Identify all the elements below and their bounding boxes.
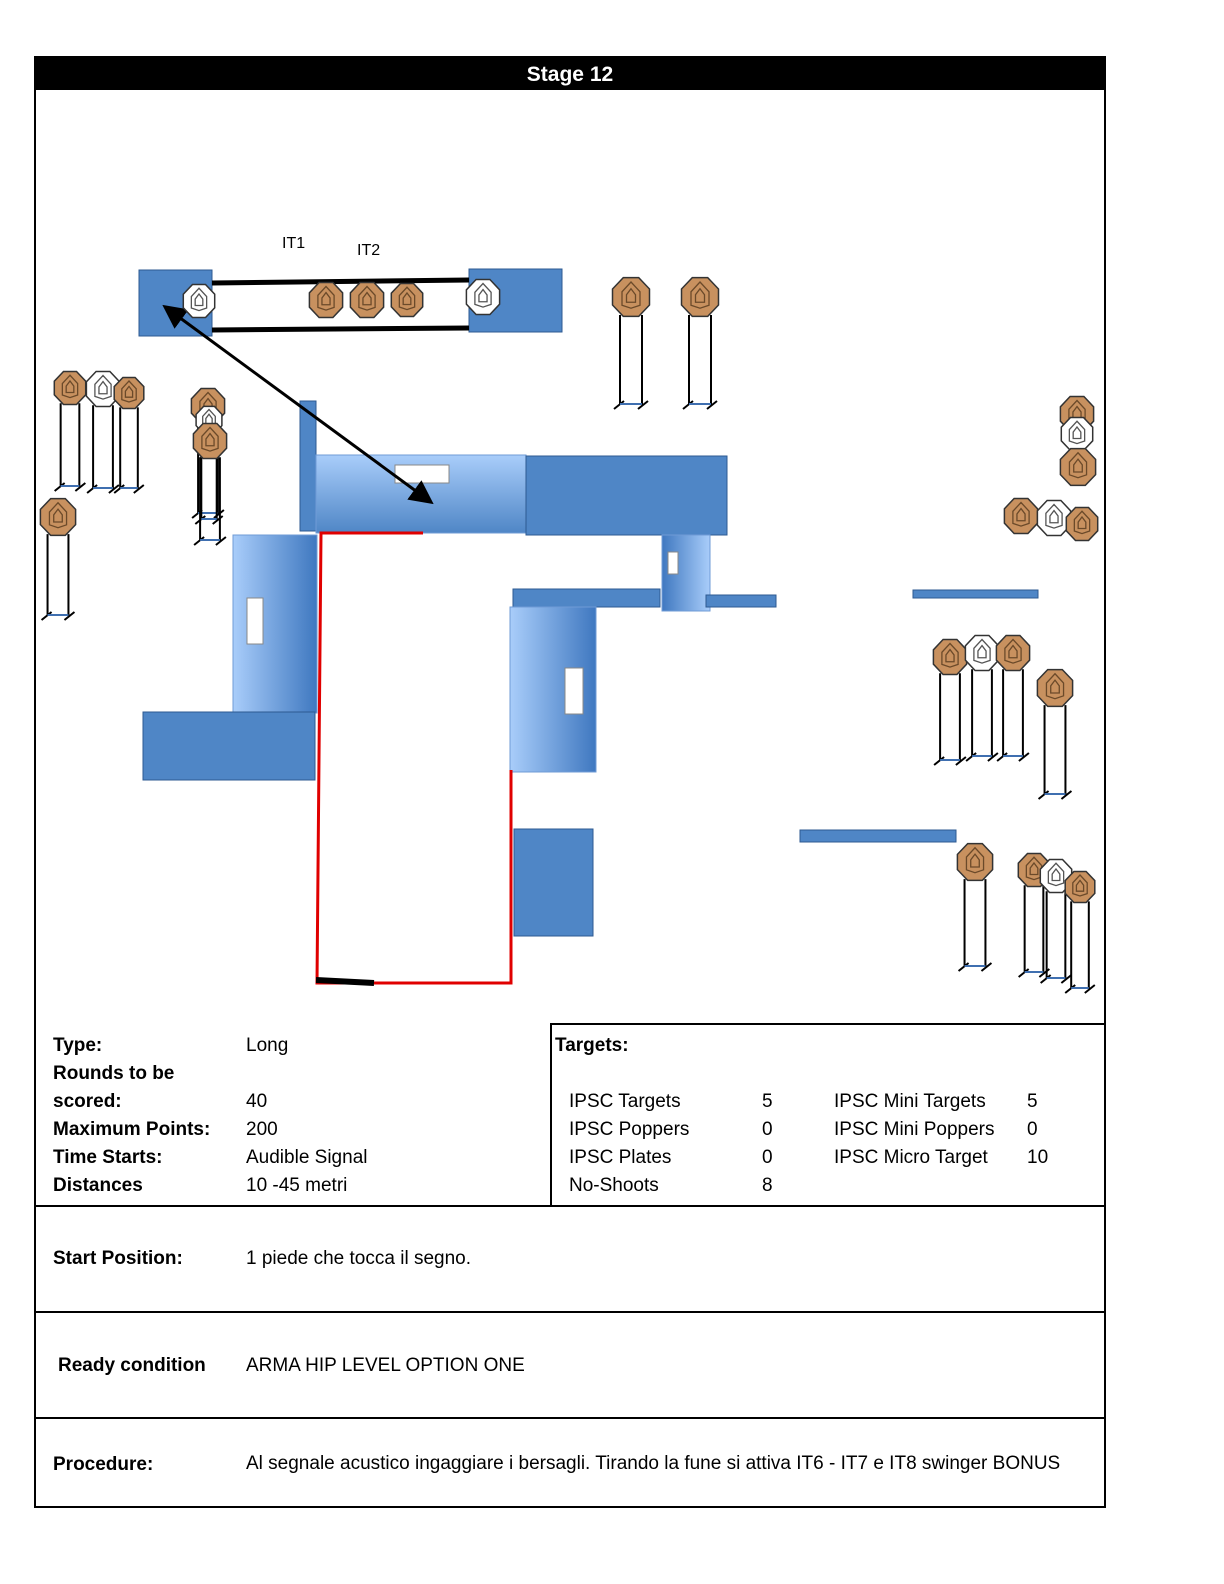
ipsc-target — [308, 281, 344, 319]
start-position-value: 1 piede che tocca il segno. — [246, 1248, 471, 1269]
max-points-label: Maximum Points: — [53, 1119, 211, 1140]
rounds-label: Rounds to be — [53, 1063, 175, 1084]
procedure-label: Procedure: — [53, 1454, 154, 1475]
time-starts-label: Time Starts: — [53, 1147, 163, 1168]
ipsc-target — [932, 638, 968, 766]
ipsc-target — [1059, 447, 1097, 487]
ipsc-target — [39, 497, 77, 621]
rounds-value: 40 — [246, 1091, 268, 1112]
ipsc-target — [995, 634, 1031, 762]
distances-label: Distances — [53, 1175, 143, 1196]
ipsc-target — [113, 376, 145, 494]
central-walls — [142, 400, 1039, 937]
stage-diagram: IT1 IT2 — [39, 235, 1099, 994]
procedure-value: Al segnale acustico ingaggiare i bersagl… — [246, 1453, 1061, 1474]
target-type-name: IPSC Micro Target — [834, 1147, 988, 1168]
start-position-label: Start Position: — [53, 1248, 183, 1269]
no-shoot-target — [85, 370, 121, 494]
distances-value: 10 -45 metri — [246, 1175, 348, 1196]
ipsc-target — [1003, 497, 1039, 535]
max-points-value: 200 — [246, 1119, 278, 1140]
ipsc-target — [1065, 506, 1099, 542]
ipsc-target — [390, 282, 424, 318]
ipsc-target — [349, 281, 385, 319]
ready-condition-label: Ready condition — [58, 1355, 206, 1376]
target-type-count: 0 — [1027, 1119, 1038, 1140]
ipsc-target — [680, 276, 720, 410]
ipsc-target — [956, 842, 994, 972]
shooting-area-boundary — [315, 531, 513, 985]
divider — [550, 1023, 1106, 1025]
type-value: Long — [246, 1035, 289, 1056]
no-shoot-target — [964, 634, 1000, 762]
target-type-count: 5 — [762, 1091, 773, 1112]
no-shoot-target — [182, 283, 216, 319]
target-type-name: IPSC Mini Poppers — [834, 1119, 995, 1140]
target-type-name: IPSC Targets — [569, 1091, 681, 1112]
it1-label: IT1 — [282, 235, 305, 252]
target-type-count: 0 — [762, 1119, 773, 1140]
view-arrow — [162, 304, 434, 505]
targets-header: Targets: — [555, 1035, 629, 1056]
window-port — [246, 597, 264, 645]
ipsc-target — [1036, 668, 1074, 800]
ipsc-target — [192, 422, 228, 546]
divider — [34, 1205, 1106, 1207]
ipsc-target — [1064, 870, 1096, 994]
divider — [34, 1311, 1106, 1313]
no-shoot-target — [1039, 858, 1073, 984]
target-type-name: IPSC Mini Targets — [834, 1091, 986, 1112]
ready-condition-value: ARMA HIP LEVEL OPTION ONE — [246, 1355, 525, 1376]
no-shoot-target — [1036, 499, 1072, 537]
target-type-count: 0 — [762, 1147, 773, 1168]
target-type-name: No-Shoots — [569, 1175, 659, 1196]
target-type-count: 8 — [762, 1175, 773, 1196]
window-port — [667, 551, 679, 575]
start-mark — [315, 977, 375, 986]
no-shoot-target — [1060, 416, 1094, 452]
rounds-label-2: scored: — [53, 1091, 122, 1112]
divider — [550, 1023, 552, 1206]
divider — [34, 1417, 1106, 1419]
type-label: Type: — [53, 1035, 103, 1056]
window-port — [564, 667, 584, 715]
target-type-name: IPSC Poppers — [569, 1119, 690, 1140]
target-type-count: 10 — [1027, 1147, 1049, 1168]
target-type-count: 5 — [1027, 1091, 1038, 1112]
stage-sheet: Stage 12 — [34, 56, 1106, 1508]
no-shoot-target — [465, 278, 501, 316]
it2-label: IT2 — [357, 242, 380, 259]
ipsc-target — [53, 370, 87, 492]
ipsc-target — [611, 276, 651, 410]
target-type-name: IPSC Plates — [569, 1147, 672, 1168]
time-starts-value: Audible Signal — [246, 1147, 368, 1168]
stage-title: Stage 12 — [36, 58, 1104, 90]
